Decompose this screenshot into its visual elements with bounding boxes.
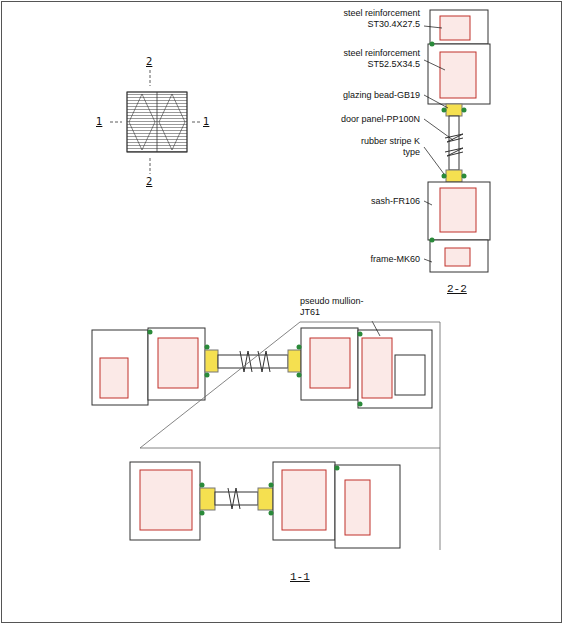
part-label: glazing bead-GB19: [343, 90, 420, 101]
section-mark: 1: [96, 116, 102, 127]
section-2-2: [424, 10, 490, 272]
door-elevation: [110, 70, 200, 174]
section-title: 2-2: [447, 284, 467, 295]
part-label: pseudo mullion-JT61: [300, 296, 370, 318]
section-mark: 2: [146, 56, 152, 67]
part-label: door panel-PP100N: [341, 114, 420, 125]
part-label: frame-MK60: [370, 254, 420, 265]
section-title: 1-1: [290, 572, 310, 583]
part-label: steel reinforcement ST52.5X34.5: [338, 48, 420, 70]
part-label: steel reinforcement ST30.4X27.5: [338, 8, 420, 30]
section-mark: 2: [146, 176, 152, 187]
part-label: rubber stripe K type: [358, 136, 420, 158]
section-mark: 1: [203, 116, 209, 127]
part-label: sash-FR106: [371, 196, 420, 207]
section-1-1: [92, 321, 440, 550]
